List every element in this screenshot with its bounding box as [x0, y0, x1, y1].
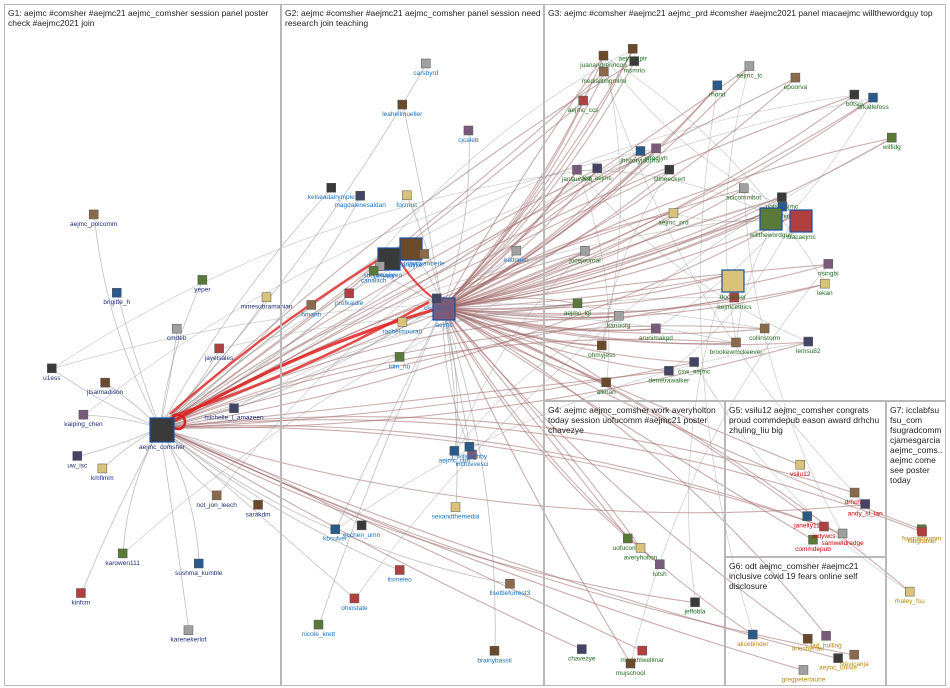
group-title-g1: G1: aejmc #comsher #aejmc21 aejmc_comshe… — [8, 8, 280, 28]
group-title-g7: G7: icclabfsu fsu_com fsugradcomm cjames… — [890, 405, 946, 485]
group-title-g6: G6: odt aejmc_comsher #aejmc21 inclusive… — [729, 561, 885, 591]
group-title-g2: G2: aejmc #comsher #aejmc21 aejmc_comshe… — [285, 8, 543, 28]
group-title-g5: G5: vsilu12 aejmc_comsher congrats proud… — [729, 405, 885, 435]
group-title-g3: G3: aejmc #comsher #aejmc21 aejmc_prd #c… — [548, 8, 944, 18]
group-panel-g7: G7: icclabfsu fsu_com fsugradcomm cjames… — [886, 401, 946, 686]
group-panel-g4: G4: aejmc aejmc_comsher work averyholton… — [544, 401, 725, 686]
group-panel-g2: G2: aejmc #comsher #aejmc21 aejmc_comshe… — [281, 4, 544, 686]
group-title-g4: G4: aejmc aejmc_comsher work averyholton… — [548, 405, 724, 435]
group-panel-g6: G6: odt aejmc_comsher #aejmc21 inclusive… — [725, 557, 886, 686]
group-panel-g5: G5: vsilu12 aejmc_comsher congrats proud… — [725, 401, 886, 557]
group-panel-g1: G1: aejmc #comsher #aejmc21 aejmc_comshe… — [4, 4, 281, 686]
group-panel-g3: G3: aejmc #comsher #aejmc21 aejmc_prd #c… — [544, 4, 946, 401]
